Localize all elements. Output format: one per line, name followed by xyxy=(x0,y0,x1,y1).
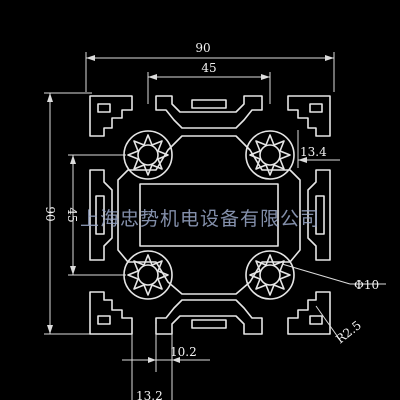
dimension-label-r2-5: R2.5 xyxy=(333,318,364,346)
dimension-label-10-2: 10.2 xyxy=(170,345,197,359)
dimension-bottom-partial: 13.2 xyxy=(131,334,173,400)
dimension-fillet-radius: R2.5 xyxy=(315,305,364,346)
dimension-label-90-width: 90 xyxy=(195,41,210,55)
dimension-bore-diameter: Φ10 xyxy=(281,263,386,292)
dimension-label-phi10: Φ10 xyxy=(354,278,379,292)
dimension-height-overall: 90 xyxy=(43,92,92,335)
dimension-slot-width: 10.2 xyxy=(122,324,210,372)
dimension-width-center: 45 xyxy=(147,61,271,104)
dimension-label-45-width: 45 xyxy=(201,61,216,75)
bore-top-right xyxy=(245,130,295,180)
bore-bottom-right xyxy=(245,250,295,300)
bore-bottom-left xyxy=(123,250,173,300)
dimension-width-overall: 90 xyxy=(85,41,335,92)
dimension-label-45-height: 45 xyxy=(65,207,79,222)
dimension-label-13-4: 13.4 xyxy=(300,145,327,159)
dimension-height-center: 45 xyxy=(65,154,126,276)
company-watermark: 上海忠势机电设备有限公司 xyxy=(79,208,320,230)
dimension-label-13-2: 13.2 xyxy=(136,389,163,400)
dimension-slot-offset: 13.4 xyxy=(297,130,340,168)
bore-top-left xyxy=(123,130,173,180)
dimension-label-90-height: 90 xyxy=(43,206,57,221)
